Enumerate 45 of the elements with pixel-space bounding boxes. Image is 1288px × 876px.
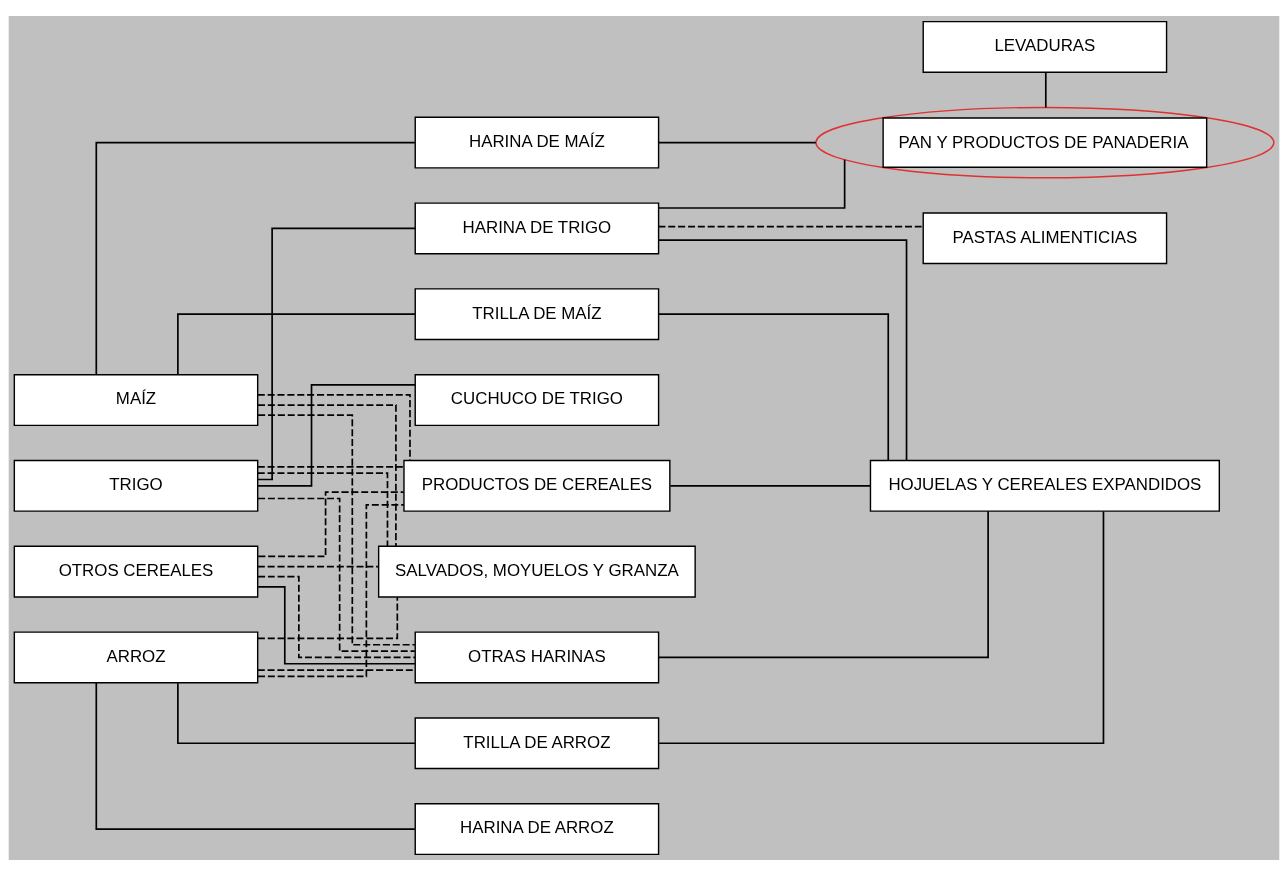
connector (257, 497, 416, 652)
connector (257, 596, 399, 640)
connector (95, 141, 416, 376)
connector (257, 414, 416, 646)
connector (257, 586, 416, 665)
connector (657, 225, 924, 228)
node-ellipse: PAN Y PRODUCTOS DE PANADERIA (815, 106, 1275, 179)
connector (257, 227, 416, 481)
connector (658, 239, 908, 462)
node-box: MAÍZ (13, 374, 259, 427)
connector (658, 510, 1105, 745)
node-box: HARINA DE TRIGO (414, 202, 660, 255)
connector (257, 384, 416, 487)
connector (257, 466, 405, 468)
node-box: PRODUCTOS DE CEREALES (403, 459, 671, 512)
node-box: TRILLA DE ARROZ (414, 717, 660, 770)
connector (256, 472, 389, 548)
connector (1044, 71, 1047, 109)
connector (257, 503, 405, 678)
node-box: SALVADOS, MOYUELOS Y GRANZA (377, 545, 696, 598)
connector (256, 575, 416, 659)
connector (257, 491, 405, 558)
node-box: HOJUELAS Y CEREALES EXPANDIDOS (869, 459, 1221, 512)
node-box: HARINA DE MAÍZ (414, 116, 660, 169)
connector (257, 669, 416, 671)
connector (658, 158, 846, 209)
connector (95, 681, 416, 830)
node-box: CUCHUCO DE TRIGO (414, 374, 660, 427)
connector (657, 313, 890, 462)
node-box: PASTAS ALIMENTICIAS (922, 212, 1168, 265)
node-box: OTRAS HARINAS (414, 631, 660, 684)
connector (177, 313, 416, 376)
connector (177, 682, 416, 745)
node-box: LEVADURAS (922, 20, 1168, 73)
connector (257, 404, 397, 547)
connector (657, 141, 817, 144)
node-box: ARROZ (13, 631, 259, 684)
connector (257, 565, 380, 568)
connector (256, 394, 411, 461)
node-box: HARINA DE ARROZ (414, 803, 660, 856)
node-box: TRIGO (13, 459, 259, 512)
connector (669, 485, 872, 487)
node-box: TRILLA DE MAÍZ (414, 288, 660, 341)
node-box: OTROS CEREALES (13, 545, 259, 598)
connector (658, 510, 989, 659)
